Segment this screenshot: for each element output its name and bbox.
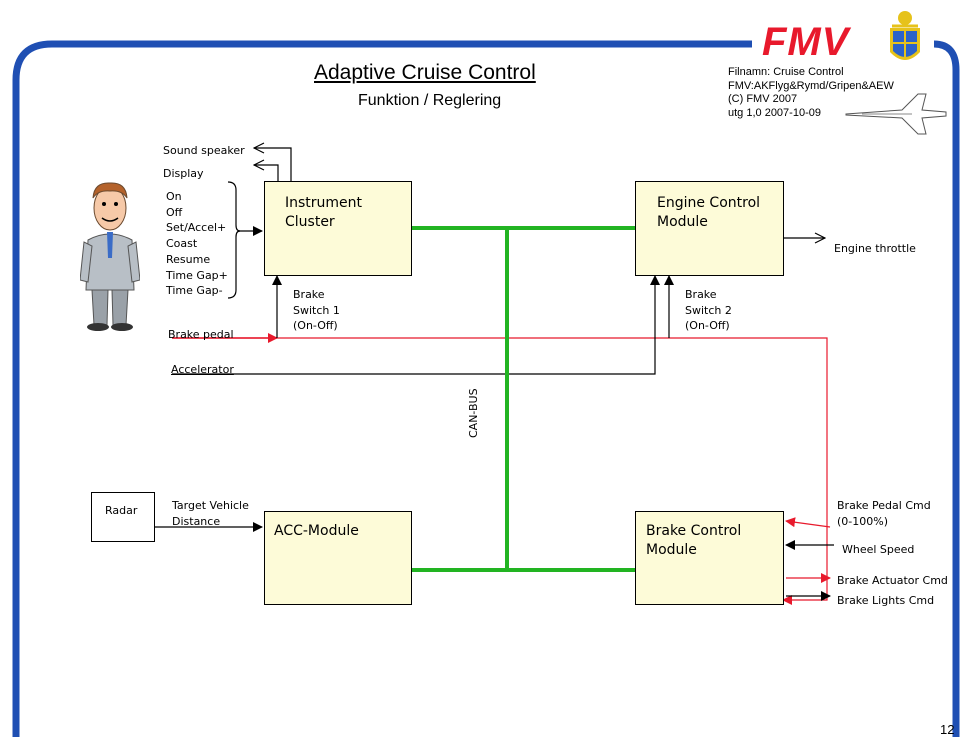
control-label: Resume [166,252,211,266]
wire-brake-pedal-cmd [785,517,831,528]
engine-control-module-block: Engine Control Module [635,181,784,276]
file-info: Filnamn: Cruise Control FMV:AKFlyg&Rymd/… [728,66,894,120]
brake-actuator-cmd-label: Brake Actuator Cmd [837,574,948,587]
control-label: Coast [166,237,198,251]
control-label: On [166,190,182,203]
slide-frame-right [933,40,960,737]
acc-module-block: ACC-Module [264,511,412,605]
can-bus [412,226,635,572]
brake-switch-1-label: Brake Switch 1 (On-Off) [293,288,340,332]
brake-lights-cmd-label: Brake Lights Cmd [837,594,935,607]
page-number: 12 [940,722,955,737]
control-label: Time Gap+ [166,268,228,282]
acc-module-label: ACC-Module [274,523,359,539]
file-info-line: utg 1,0 2007-10-09 [728,106,821,119]
display-label: Display [163,167,204,180]
fmv-crest-icon [890,11,920,60]
wire-sound-speaker [254,148,292,181]
wire-brake-pedal [172,337,828,605]
wire-accelerator [172,275,660,375]
wire-display [254,165,279,181]
page-title: Adaptive Cruise Control [314,61,536,84]
control-label: Time Gap- [166,284,223,298]
brake-pedal-label: Brake pedal [168,328,234,341]
brake-switch-2-label: Brake Switch 2 (On-Off) [685,288,732,332]
driver-person-icon [80,182,140,331]
page-subtitle: Funktion / Reglering [358,92,502,109]
sound-speaker-label: Sound speaker [163,144,245,157]
engine-control-module-label: Engine Control Module [657,195,761,230]
control-label: Set/Accel+ [166,221,227,235]
instrument-cluster-block: Instrument Cluster [264,181,412,276]
radar-label: Radar [105,504,138,517]
brake-control-module-label: Brake Control Module [646,523,742,558]
instrument-cluster-label: Instrument Cluster [285,195,363,230]
file-info-line: Filnamn: Cruise Control [728,66,844,78]
file-info-line: FMV:AKFlyg&Rymd/Gripen&AEW [728,79,894,92]
gripen-aircraft-icon [845,93,947,135]
engine-throttle-label: Engine throttle [834,242,916,255]
brake-control-module-block: Brake Control Module [635,511,784,605]
brake-pedal-cmd-label: Brake Pedal Cmd (0-100%) [837,499,931,528]
radar-block: Radar [91,492,155,542]
accelerator-label: Accelerator [171,363,234,376]
control-label: Off [166,205,183,219]
driver-controls: On Off Set/Accel+ Coast Resume Time Gap+… [166,189,228,299]
wheel-speed-label: Wheel Speed [842,543,915,556]
file-info-line: (C) FMV 2007 [728,93,798,105]
can-bus-label: CAN-BUS [467,388,480,438]
fmv-logo-text: FMV [762,20,850,64]
slide-frame [12,40,752,737]
controls-brace [227,181,241,299]
target-vehicle-distance-label: Target Vehicle Distance [172,499,249,528]
